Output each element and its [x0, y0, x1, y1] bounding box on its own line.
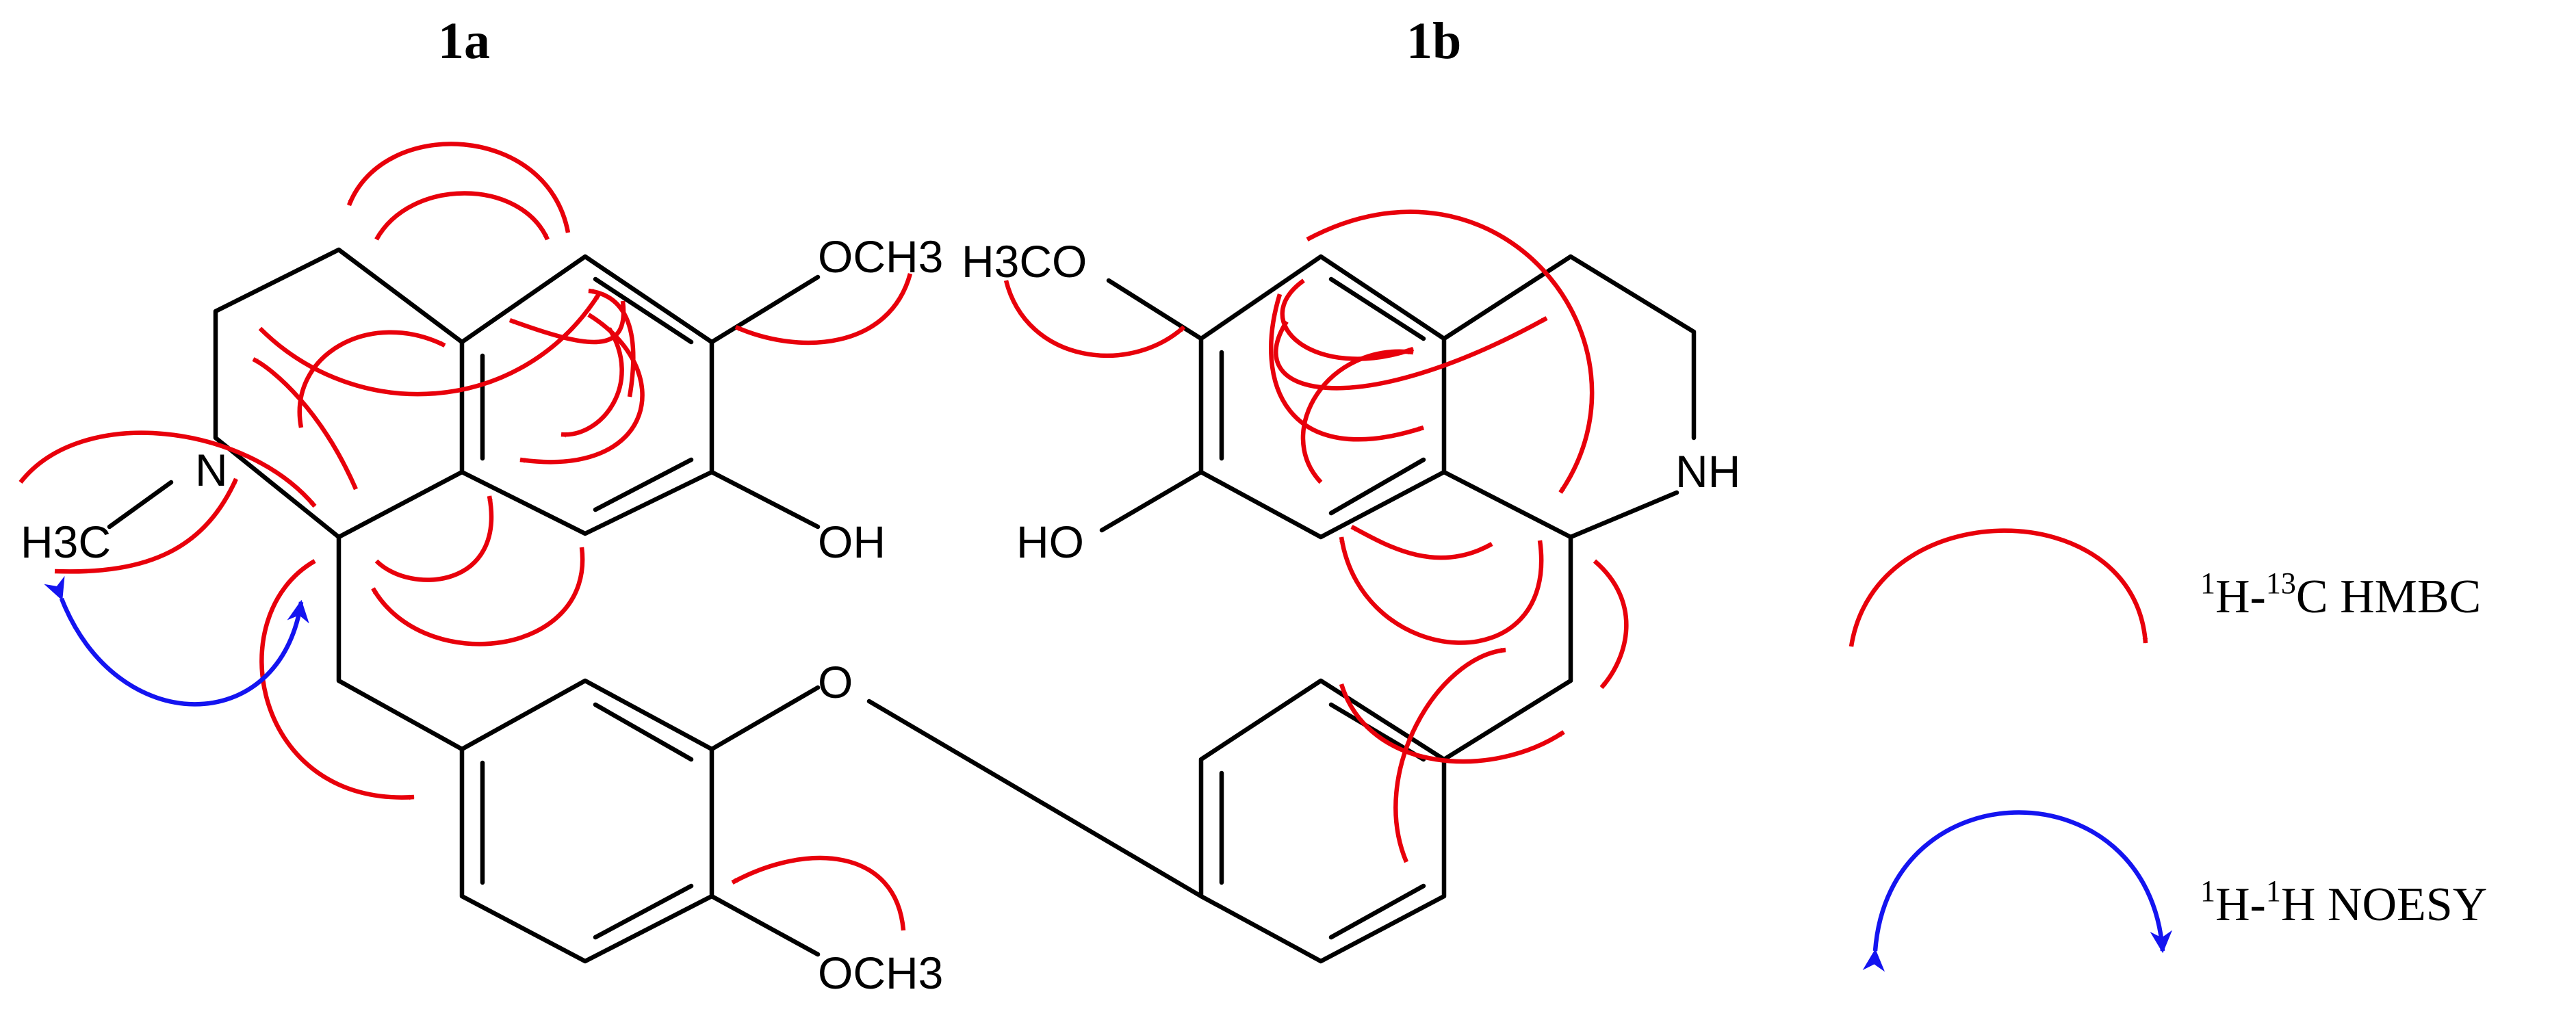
skeleton-1a: [107, 247, 1204, 964]
compound-label-1a: 1a: [438, 12, 490, 70]
atom-label-oh: OH: [818, 517, 886, 567]
legend-noesy-arrow: [1862, 810, 2173, 972]
atom-label-ho: HO: [1016, 517, 1084, 567]
compound-label-1b: 1b: [1406, 12, 1461, 70]
skeleton-1b: [1099, 254, 1697, 964]
legend-noesy-label: 1H-1H NOESY: [2200, 874, 2487, 931]
hmbc-arrows-1b: [1003, 209, 1629, 863]
atom-label-och3-bottom: OCH3: [818, 948, 943, 998]
hmbc-arrows-1a: [18, 142, 913, 931]
atom-label-o-bridge: O: [818, 657, 853, 707]
legend-hmbc-arrow: [1849, 528, 2148, 647]
atom-label-nh: NH: [1675, 446, 1740, 497]
atom-label-n: N: [195, 445, 228, 495]
legend: 1H-13C HMBC 1H-1H NOESY: [1849, 528, 2487, 972]
atom-label-och3-top: OCH3: [818, 231, 943, 282]
noesy-arrow-1a: [44, 575, 309, 707]
atom-label-h3c: H3C: [21, 517, 111, 567]
atom-label-h3co: H3CO: [962, 236, 1087, 287]
legend-hmbc-label: 1H-13C HMBC: [2200, 566, 2481, 623]
